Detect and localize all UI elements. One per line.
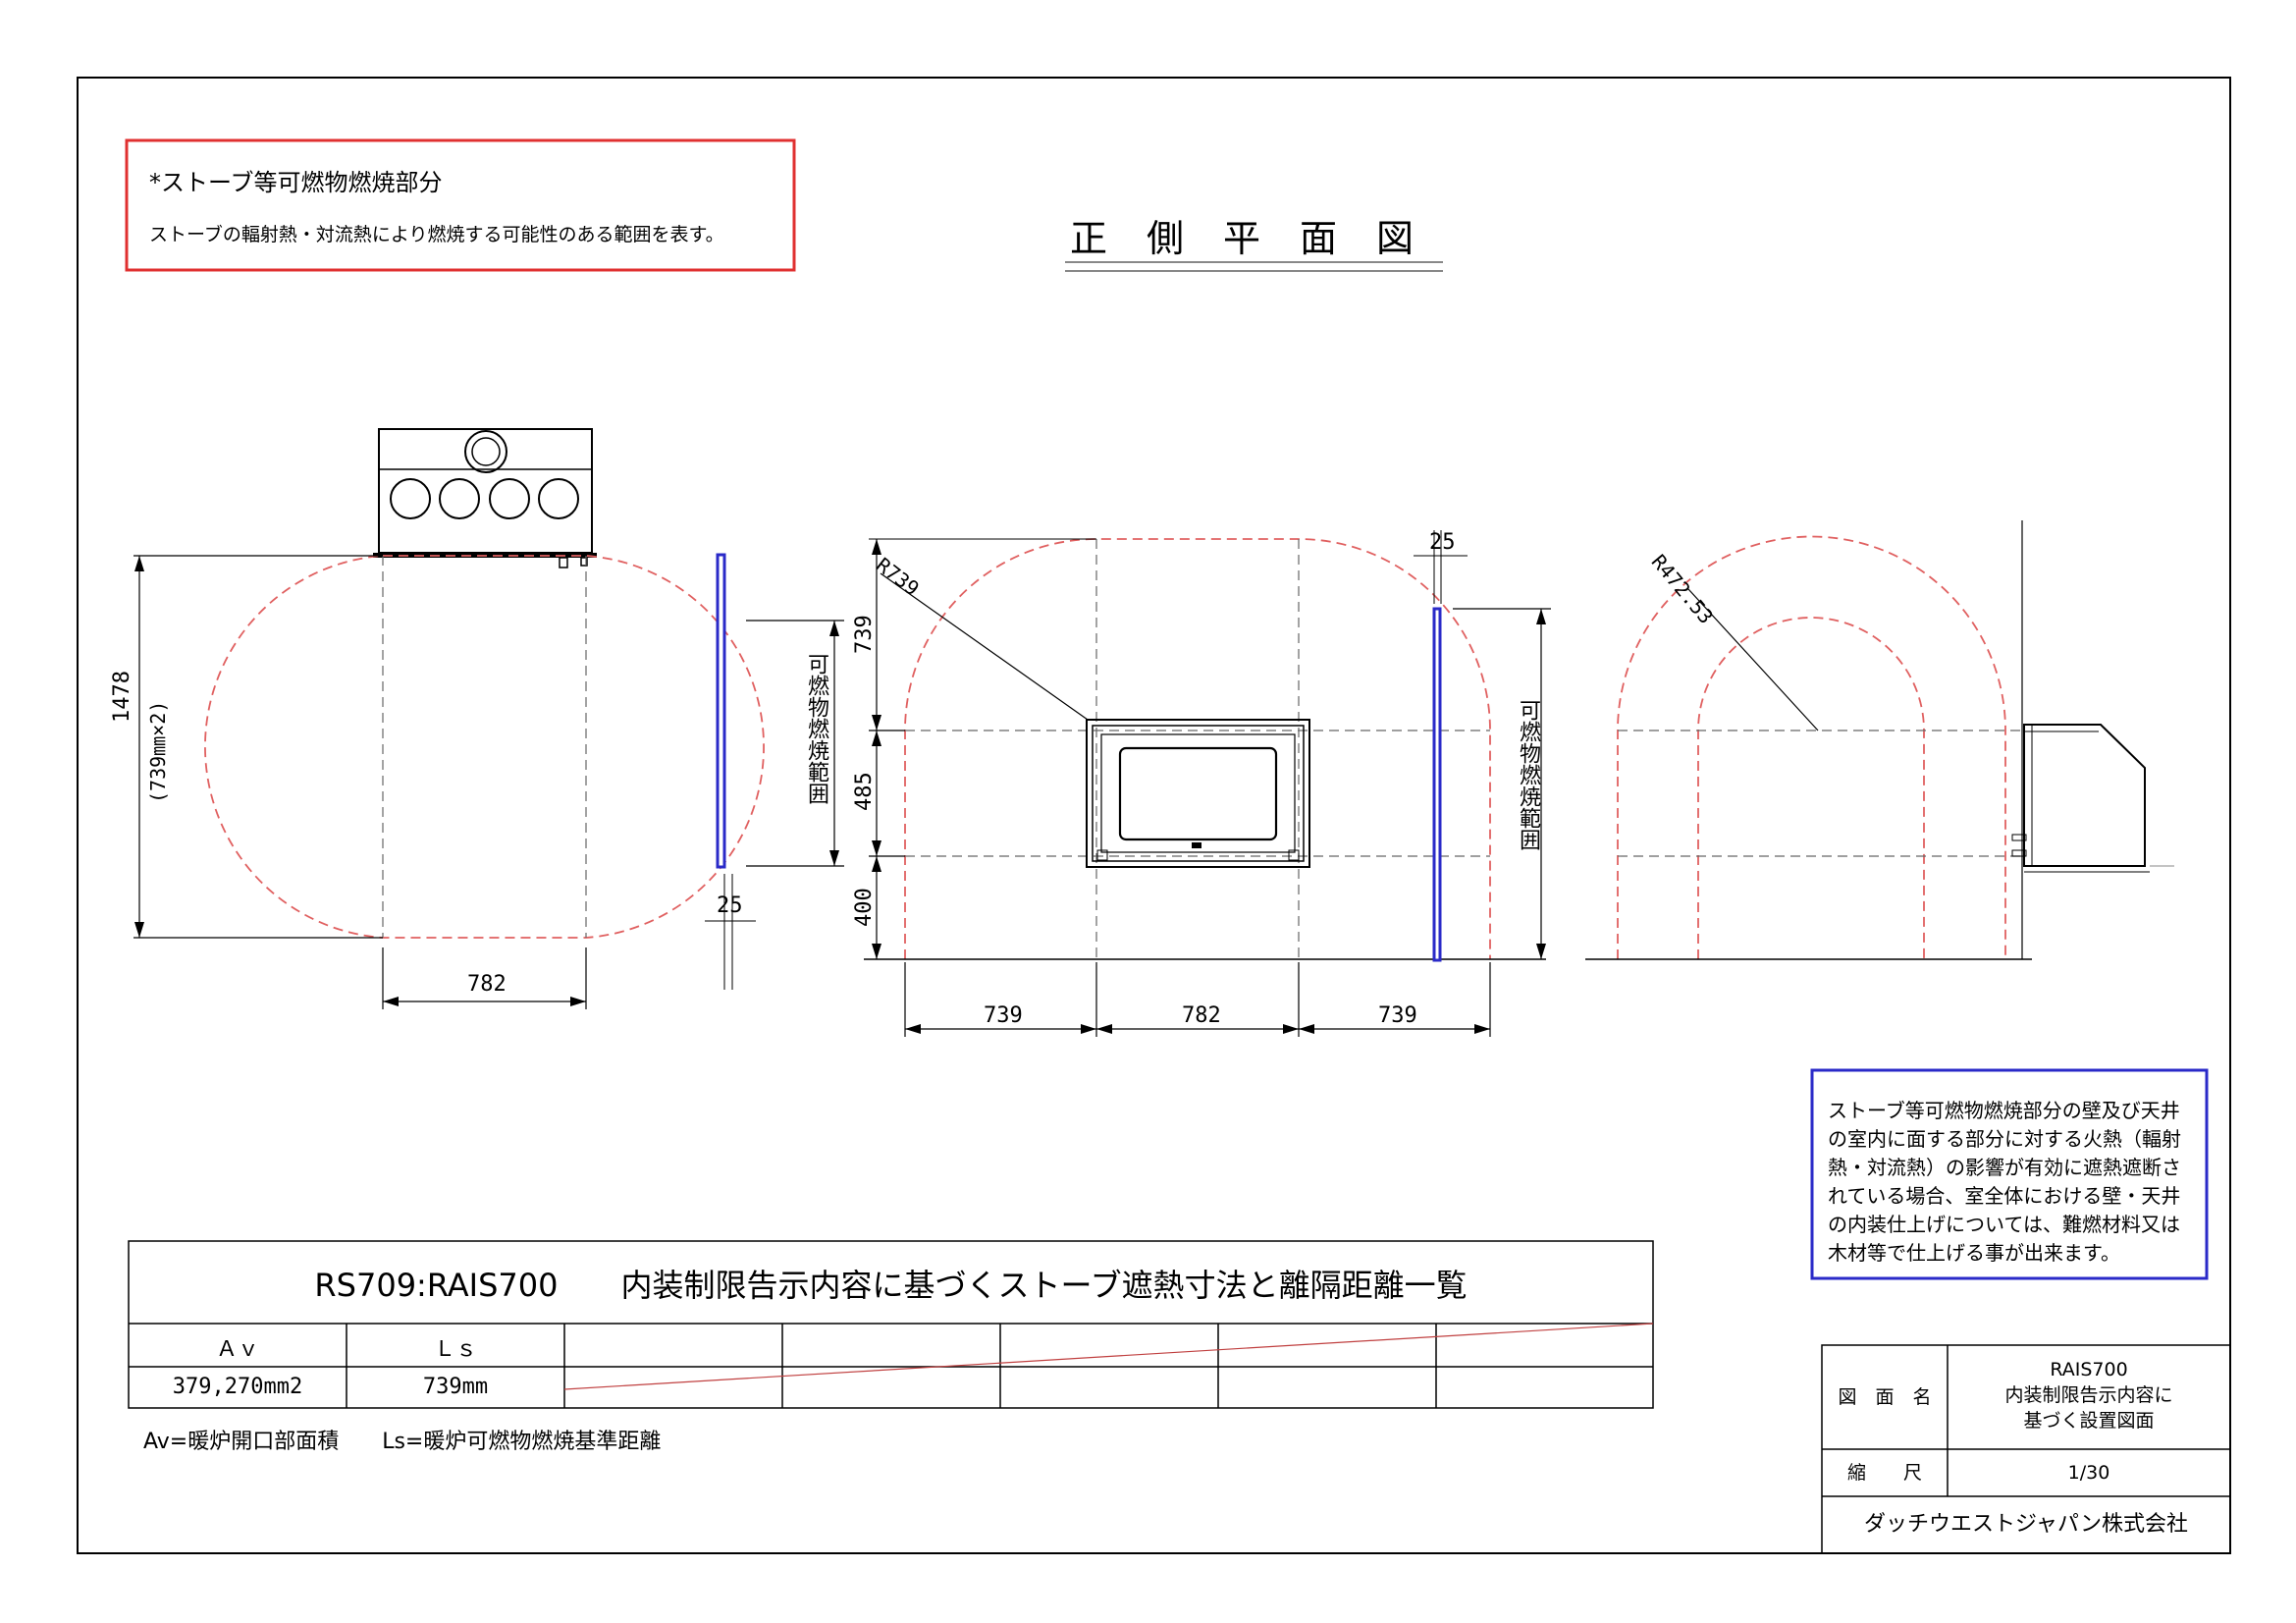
front-dim-left: 739 [984,1003,1023,1028]
front-stove-window [1118,746,1278,841]
blue-note-line: れている場合、室全体における壁・天井 [1828,1184,2181,1208]
table-header-ls: Ｌｓ [433,1337,477,1362]
table-value-ls: 739mm [422,1375,489,1399]
front-wall [1432,607,1442,962]
plan-wall [716,553,726,869]
sheet-border [77,77,2231,1554]
title-block-company: ダッチウエストジャパン株式会社 [1863,1512,2188,1537]
front-dim-bottom: 400 [852,888,877,927]
front-zone-label: 可燃物燃焼範囲 [1516,699,1540,850]
red-note-title: *ストーブ等可燃物燃焼部分 [149,169,443,196]
flue-collar [464,430,507,473]
blue-note-line: 熱・対流熱）の影響が有効に遮熱遮断さ [1828,1156,2181,1179]
blue-note-line: 木材等で仕上げる事が出来ます。 [1828,1241,2120,1265]
table-value-av: 379,270mm2 [172,1375,303,1399]
title-block-scale-label: 縮 尺 [1846,1462,1922,1484]
plan-dim-height-sub: (739㎜×2) [146,700,170,803]
blue-note-line: の室内に面する部分に対する火熱（輻射 [1828,1127,2181,1151]
red-note-border [125,138,796,272]
table-header-av: Ａｖ [215,1337,259,1362]
spec-table-grid [128,1240,1654,1409]
plan-view [133,428,844,1009]
side-combustion-outer [1617,535,2006,959]
blue-note: ストーブ等可燃物燃焼部分の壁及び天井 の室内に面する部分に対する火熱（輻射 熱・… [1828,1097,2201,1268]
front-stove-body [1086,719,1310,868]
plan-zone-label: 可燃物燃焼範囲 [804,653,828,804]
title-block-name-line: 内装制限告示内容に [2004,1384,2173,1406]
plan-dim-wall-gap: 25 [717,893,743,918]
blue-note-border [1810,1068,2209,1280]
title-block-name-line: 基づく設置図面 [2023,1410,2155,1432]
front-dim-top: 739 [852,615,877,654]
plan-combustion-zone [204,555,765,939]
blue-note-line: ストーブ等可燃物燃焼部分の壁及び天井 [1828,1099,2180,1122]
front-combustion-zone [904,538,1491,959]
front-view [864,530,1551,1037]
title-block-name-value: RAIS700 内装制限告示内容に 基づく設置図面 [1948,1357,2230,1434]
front-dim-center: 782 [1182,1003,1221,1028]
front-dim-right: 739 [1378,1003,1417,1028]
plan-stove-body [378,428,593,554]
table-title: RS709:RAIS700 内装制限告示内容に基づくストーブ遮熱寸法と離隔距離一… [314,1267,1468,1304]
side-combustion-inner [1697,617,1925,959]
plan-dim-width: 782 [467,972,507,997]
side-stove-body [2023,724,2146,867]
title-block-name-label: 図 面 名 [1838,1386,1932,1408]
front-dim-mid: 485 [852,772,877,811]
page-title: 正側平面図 [1070,217,1454,260]
plan-dim-height-total: 1478 [110,671,134,723]
side-view [1585,520,2174,960]
front-dim-wall-gap: 25 [1429,530,1456,555]
blue-note-line: の内装仕上げについては、難燃材料又は [1828,1213,2180,1236]
title-block-name-line: RAIS700 [2050,1359,2128,1380]
table-legend: Av=暖炉開口部面積 Ls=暖炉可燃物燃焼基準距離 [143,1430,662,1454]
title-block-grid [1821,1344,2231,1554]
red-note-body: ストーブの輻射熱・対流熱により燃焼する可能性のある範囲を表す。 [149,224,724,245]
title-block-scale-value: 1/30 [2067,1462,2110,1484]
